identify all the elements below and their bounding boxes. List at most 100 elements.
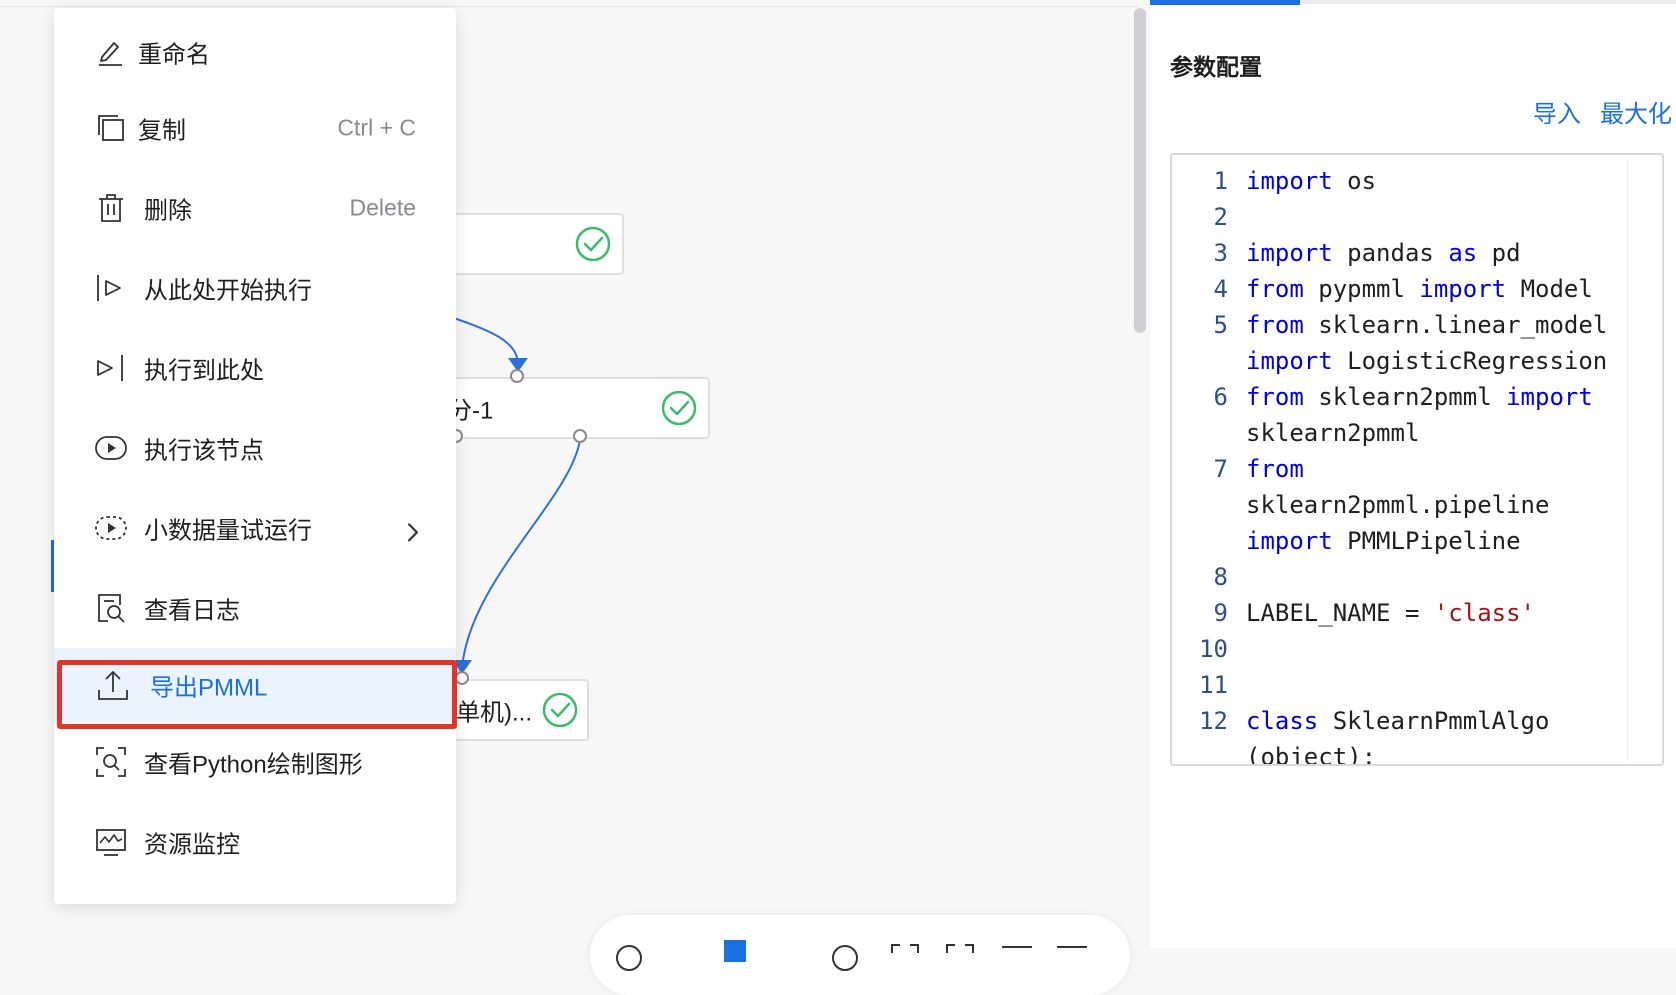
line-number: 9 (1213, 599, 1228, 627)
run-to-here-icon (97, 355, 123, 381)
selection-indicator (51, 540, 54, 592)
editor-scroll-track (1627, 161, 1628, 761)
line-number: 1 (1213, 167, 1228, 195)
canvas-top-border (0, 6, 1140, 7)
line-number: 11 (1199, 671, 1228, 699)
code-line: 6 from sklearn2pmml import (1172, 379, 1652, 415)
parameter-panel: 参数配置 导入 最大化 1 import os 2 3 import pandas as… (1150, 0, 1676, 948)
code-text: from sklearn.linear_model (1246, 311, 1608, 339)
edge-arrow-node2 (508, 358, 528, 372)
menu-item-label: 重命名 (138, 41, 210, 69)
canvas-toolbar (590, 915, 1130, 995)
line-number: 5 (1213, 311, 1228, 339)
output-port[interactable] (573, 429, 587, 443)
code-text: class SklearnPmmlAlgo (1246, 707, 1550, 735)
node-label: 单机)... (456, 699, 532, 727)
menu-item-run-from-here[interactable]: 从此处开始执行 (54, 248, 456, 328)
code-text: import os (1246, 167, 1377, 195)
line-number: 2 (1213, 203, 1228, 231)
menu-item-label: 查看Python绘制图形 (144, 751, 363, 779)
code-line: 1 import os (1172, 163, 1652, 199)
menu-item-trial-run[interactable]: 小数据量试运行 (54, 488, 456, 568)
menu-item-run-node[interactable]: 执行该节点 (54, 408, 456, 488)
menu-item-shortcut: Ctrl + C (337, 114, 416, 141)
code-line: 8 (1172, 559, 1652, 595)
trash-icon (99, 194, 123, 222)
menu-item-label: 查看日志 (144, 597, 240, 625)
code-text: import LogisticRegression (1246, 347, 1608, 375)
zoom-level-indicator[interactable] (724, 940, 746, 962)
code-text: sklearn2pmml.pipeline (1246, 491, 1550, 519)
panel-title: 参数配置 (1170, 54, 1262, 80)
code-line: 3 import pandas as pd (1172, 235, 1652, 271)
menu-item-export-pmml[interactable]: 导出PMML (54, 648, 456, 722)
line-number: 7 (1213, 455, 1228, 483)
menu-item-view-log[interactable]: 查看日志 (54, 568, 456, 648)
input-port[interactable] (455, 671, 469, 685)
edit-icon (99, 42, 122, 66)
code-line: import PMMLPipeline (1172, 523, 1652, 559)
success-check-icon (575, 226, 611, 262)
menu-item-copy[interactable]: 复制 Ctrl + C (54, 88, 456, 168)
code-line: sklearn2pmml (1172, 415, 1652, 451)
menu-item-label: 执行该节点 (144, 437, 264, 465)
code-line: 9 LABEL_NAME = 'class' (1172, 595, 1652, 631)
trial-run-icon (95, 516, 127, 540)
code-line: import LogisticRegression (1172, 343, 1652, 379)
code-lines: 1 import os 2 3 import pandas as pd 4 from pyp… (1172, 163, 1652, 766)
code-editor[interactable]: 1 import os 2 3 import pandas as pd 4 from pyp… (1170, 153, 1664, 766)
menu-item-rename[interactable]: 重命名 (54, 12, 456, 92)
menu-item-label: 删除 (144, 197, 192, 225)
panel-tab-active-indicator[interactable] (1150, 0, 1300, 5)
menu-item-label: 导出PMML (150, 674, 268, 702)
canvas-scrollbar[interactable] (1134, 8, 1146, 333)
code-line: 4 from pypmml import Model (1172, 271, 1652, 307)
code-line: sklearn2pmml.pipeline (1172, 487, 1652, 523)
code-text: from sklearn2pmml import (1246, 383, 1593, 411)
menu-item-view-python-chart[interactable]: 查看Python绘制图形 (54, 722, 456, 802)
menu-item-label: 从此处开始执行 (144, 277, 312, 305)
input-port[interactable] (510, 369, 524, 383)
success-check-icon (661, 390, 697, 426)
code-line: 12 class SklearnPmmlAlgo (1172, 703, 1652, 739)
minimap-icon[interactable] (1055, 943, 1089, 973)
line-number: 10 (1199, 635, 1228, 663)
menu-item-run-to-here[interactable]: 执行到此处 (54, 328, 456, 408)
code-text: from pypmml import Model (1246, 275, 1593, 303)
code-line: 5 from sklearn.linear_model (1172, 307, 1652, 343)
menu-item-resource-monitor[interactable]: 资源监控 (54, 802, 456, 882)
code-line: 7 from (1172, 451, 1652, 487)
run-from-here-icon (97, 275, 121, 301)
line-number: 4 (1213, 275, 1228, 303)
context-menu: 重命名 复制 Ctrl + C 删除 Delete 从此处开始执行 执行到此 (54, 8, 456, 904)
view-chart-icon (96, 747, 126, 777)
menu-item-shortcut: Delete (349, 194, 416, 221)
line-number: 3 (1213, 239, 1228, 267)
code-text: from (1246, 455, 1304, 483)
chevron-right-icon (407, 523, 419, 542)
edge-node2-node3 (461, 439, 581, 669)
line-number: 6 (1213, 383, 1228, 411)
line-number: 12 (1199, 707, 1228, 735)
code-line: 2 (1172, 199, 1652, 235)
menu-item-label: 资源监控 (144, 831, 240, 859)
import-link[interactable]: 导入 (1533, 101, 1581, 128)
log-icon (98, 594, 125, 623)
workflow-node-2[interactable]: 拆分-1 (420, 377, 710, 439)
code-line: (object): (1172, 739, 1652, 766)
code-text: sklearn2pmml (1246, 419, 1420, 447)
menu-item-label: 复制 (138, 117, 186, 145)
edge-arrow-node3 (452, 660, 472, 674)
code-line: 10 (1172, 631, 1652, 667)
menu-item-delete[interactable]: 删除 Delete (54, 168, 456, 248)
success-check-icon (542, 692, 578, 728)
menu-item-label: 小数据量试运行 (144, 517, 312, 545)
code-text: LABEL_NAME = 'class' (1246, 599, 1536, 627)
code-line: 11 (1172, 667, 1652, 703)
layout-icon[interactable] (1000, 943, 1034, 973)
export-icon (98, 671, 128, 700)
code-text: (object): (1246, 743, 1377, 766)
code-text: import pandas as pd (1246, 239, 1521, 267)
maximize-link[interactable]: 最大化 (1600, 101, 1672, 128)
monitor-icon (96, 829, 126, 856)
